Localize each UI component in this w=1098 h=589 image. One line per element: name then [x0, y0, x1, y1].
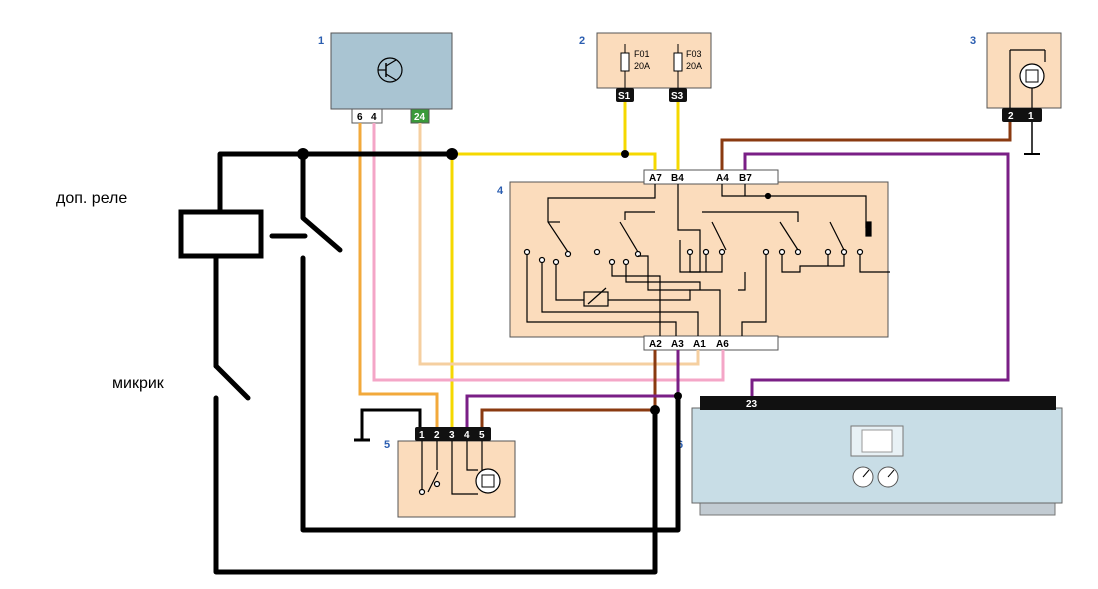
c1-pin-6: 6 [357, 112, 363, 123]
c5-pin-1: 1 [419, 430, 425, 441]
component-2-number: 2 [579, 35, 585, 47]
c1-pin-4: 4 [371, 112, 377, 123]
c4-pin-a4: A4 [716, 173, 729, 184]
c4-pin-a2: A2 [649, 339, 662, 350]
c4-pin-a7: A7 [649, 173, 662, 184]
junction-dot [650, 405, 660, 415]
c4-pin-b7: B7 [739, 173, 752, 184]
wire-pink [372, 123, 725, 382]
component-5-number: 5 [384, 439, 390, 451]
c3-pin-2: 2 [1008, 111, 1014, 122]
wire-purple [743, 152, 1010, 396]
fuse-f01-rating: 20A [634, 61, 650, 71]
microswitch-label: микрик [112, 375, 165, 392]
fuse-icon [673, 44, 683, 90]
wire-orange [358, 123, 439, 427]
wire-black-ground [360, 408, 422, 440]
motor-icon [475, 468, 501, 494]
wire-brown [480, 350, 657, 427]
c3-pin-1: 1 [1028, 111, 1034, 122]
component-2: 2 F01 20A F03 20A S1 S3 [579, 32, 712, 102]
c5-pin-5: 5 [479, 430, 485, 441]
component-3-number: 3 [970, 35, 976, 47]
component-4-number: 4 [497, 185, 504, 197]
wire-yellow [450, 102, 627, 427]
c4-pin-b4: B4 [671, 173, 684, 184]
hand-drawn-wiring [213, 151, 681, 575]
c5-internals [418, 441, 483, 496]
c6-pin-23: 23 [746, 399, 758, 410]
c1-pin-24: 24 [414, 112, 426, 123]
wire-purple [465, 350, 680, 427]
gauge-icon [852, 466, 874, 488]
component-4: 4 A7 B4 A4 B7 A2 A3 A1 A6 [497, 169, 890, 351]
component-1-number: 1 [318, 35, 324, 47]
wire-brown [720, 122, 1012, 170]
fuse-icon [620, 44, 630, 90]
c4-pin-a1: A1 [693, 339, 706, 350]
component-1: 1 6 4 24 [318, 32, 453, 124]
c5-pin-4: 4 [464, 430, 470, 441]
c4-pin-a3: A3 [671, 339, 684, 350]
gauge-icon [877, 466, 899, 488]
wire-beige [418, 123, 700, 366]
connector-s3: S3 [671, 91, 684, 102]
component-6: 23 6 [677, 396, 1063, 516]
connector-s1: S1 [618, 91, 631, 102]
wires [178, 102, 1012, 575]
c4-pin-a6: A6 [716, 339, 729, 350]
motor-icon [1009, 49, 1046, 110]
fuse-f03-rating: 20A [686, 61, 702, 71]
c5-pin-3: 3 [449, 430, 455, 441]
component-5: 5 1 2 3 4 5 [384, 427, 516, 518]
component-3: 3 2 1 [970, 32, 1062, 155]
junction-dot [297, 148, 309, 160]
junction-dot [621, 150, 629, 158]
relay-label: доп. реле [56, 190, 127, 207]
fuse-f03-name: F03 [686, 49, 702, 59]
junction-dot [674, 392, 682, 400]
wire-yellow [625, 152, 657, 170]
c5-pin-2: 2 [434, 430, 440, 441]
switch-internals [523, 184, 890, 336]
junction-dot [446, 148, 458, 160]
display-icon [850, 425, 904, 457]
transistor-icon [377, 57, 403, 83]
fuse-f01-name: F01 [634, 49, 650, 59]
relay-coil [178, 209, 264, 259]
